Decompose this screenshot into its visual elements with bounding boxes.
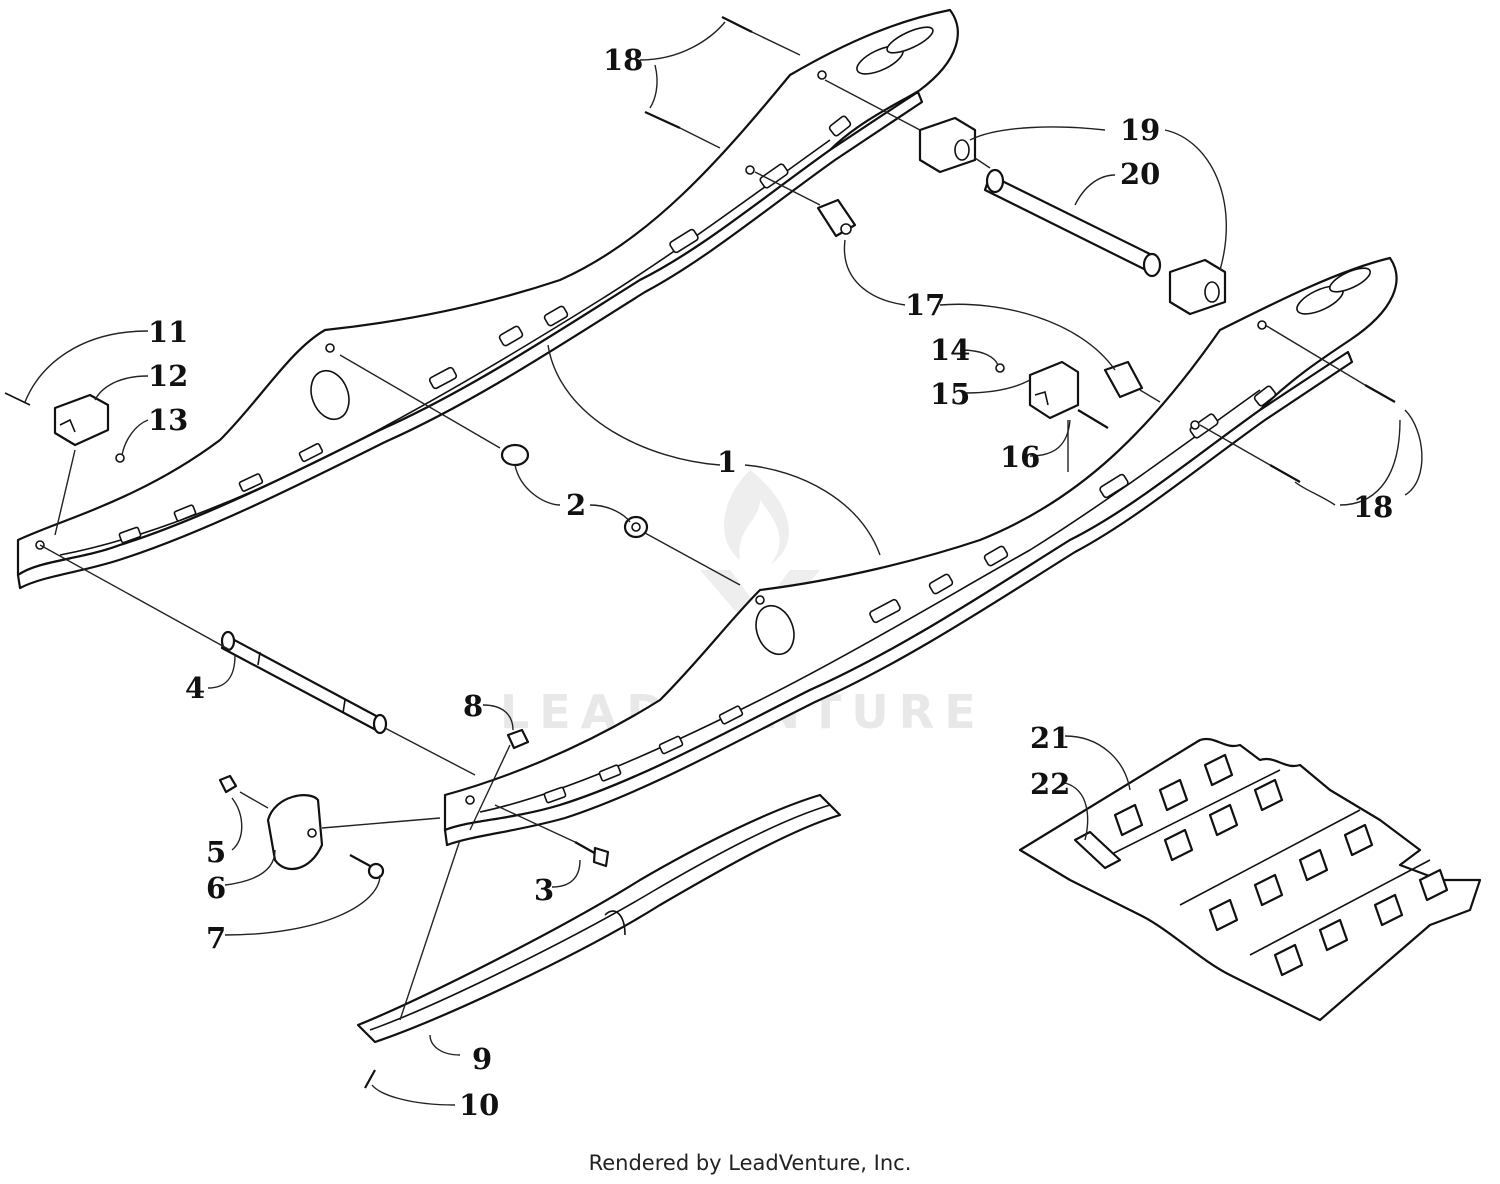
callout-1: 1 [717,445,737,479]
pin-part-11 [4,392,31,406]
callout-14: 14 [930,333,970,367]
bumper-part-6 [266,794,324,870]
callout-7: 7 [206,921,226,955]
bolt-part-3 [574,841,610,868]
callout-labels: 1 2 3 4 5 6 7 8 9 10 11 12 13 14 15 16 1… [148,43,1393,1122]
right-skid-rail [443,256,1398,847]
nut-part-5 [218,774,238,794]
left-skid-rail [16,8,959,590]
callout-22: 22 [1030,767,1070,801]
callout-20: 20 [1120,157,1160,191]
callout-18-right: 18 [1353,490,1393,524]
block-part-12 [53,393,110,447]
leader-lines [24,21,1423,1106]
callout-19: 19 [1120,113,1160,147]
nut-part-14 [995,363,1005,373]
bolt-part-7 [349,854,385,880]
wear-strip-part-9 [356,793,842,1044]
callout-8: 8 [463,689,483,723]
axle-part-4 [220,630,388,735]
callout-10: 10 [459,1088,499,1122]
nut-part-8 [506,728,530,750]
callout-13: 13 [148,403,188,437]
callout-3: 3 [534,873,554,907]
callout-21: 21 [1030,721,1070,755]
shaft-part-20 [983,168,1162,278]
callout-11: 11 [148,315,188,349]
nut-part-13 [115,453,125,463]
block-part-15 [1028,360,1080,420]
callout-17: 17 [905,288,945,322]
washer-part-2 [500,443,530,467]
spacer-part-17-lower [1103,360,1144,399]
callout-15: 15 [930,377,970,411]
bolt-part-18-c [1364,384,1396,403]
bushing-part-2 [623,515,649,539]
callout-9: 9 [472,1042,492,1076]
callout-16: 16 [1000,440,1040,474]
track-clip-part-22 [1073,830,1122,870]
footer-credit: Rendered by LeadVenture, Inc. [588,1151,912,1175]
bumper-part-19-upper [918,116,977,174]
callout-4: 4 [185,671,205,705]
callout-6: 6 [206,871,226,905]
callout-18-top: 18 [603,43,643,77]
callout-5: 5 [206,835,226,869]
bumper-part-19-lower [1168,258,1227,316]
bolt-part-18-b [644,110,681,130]
callout-2: 2 [566,488,586,522]
track-lugs [1113,753,1449,977]
bolt-part-18-a [721,16,753,33]
bolt-part-16 [1077,409,1109,429]
bolt-part-18-d [1269,464,1301,483]
callout-12: 12 [148,359,188,393]
track-section-part-21 [1018,737,1482,1022]
screw-part-10 [364,1069,376,1089]
spacer-part-17-upper [816,198,857,238]
